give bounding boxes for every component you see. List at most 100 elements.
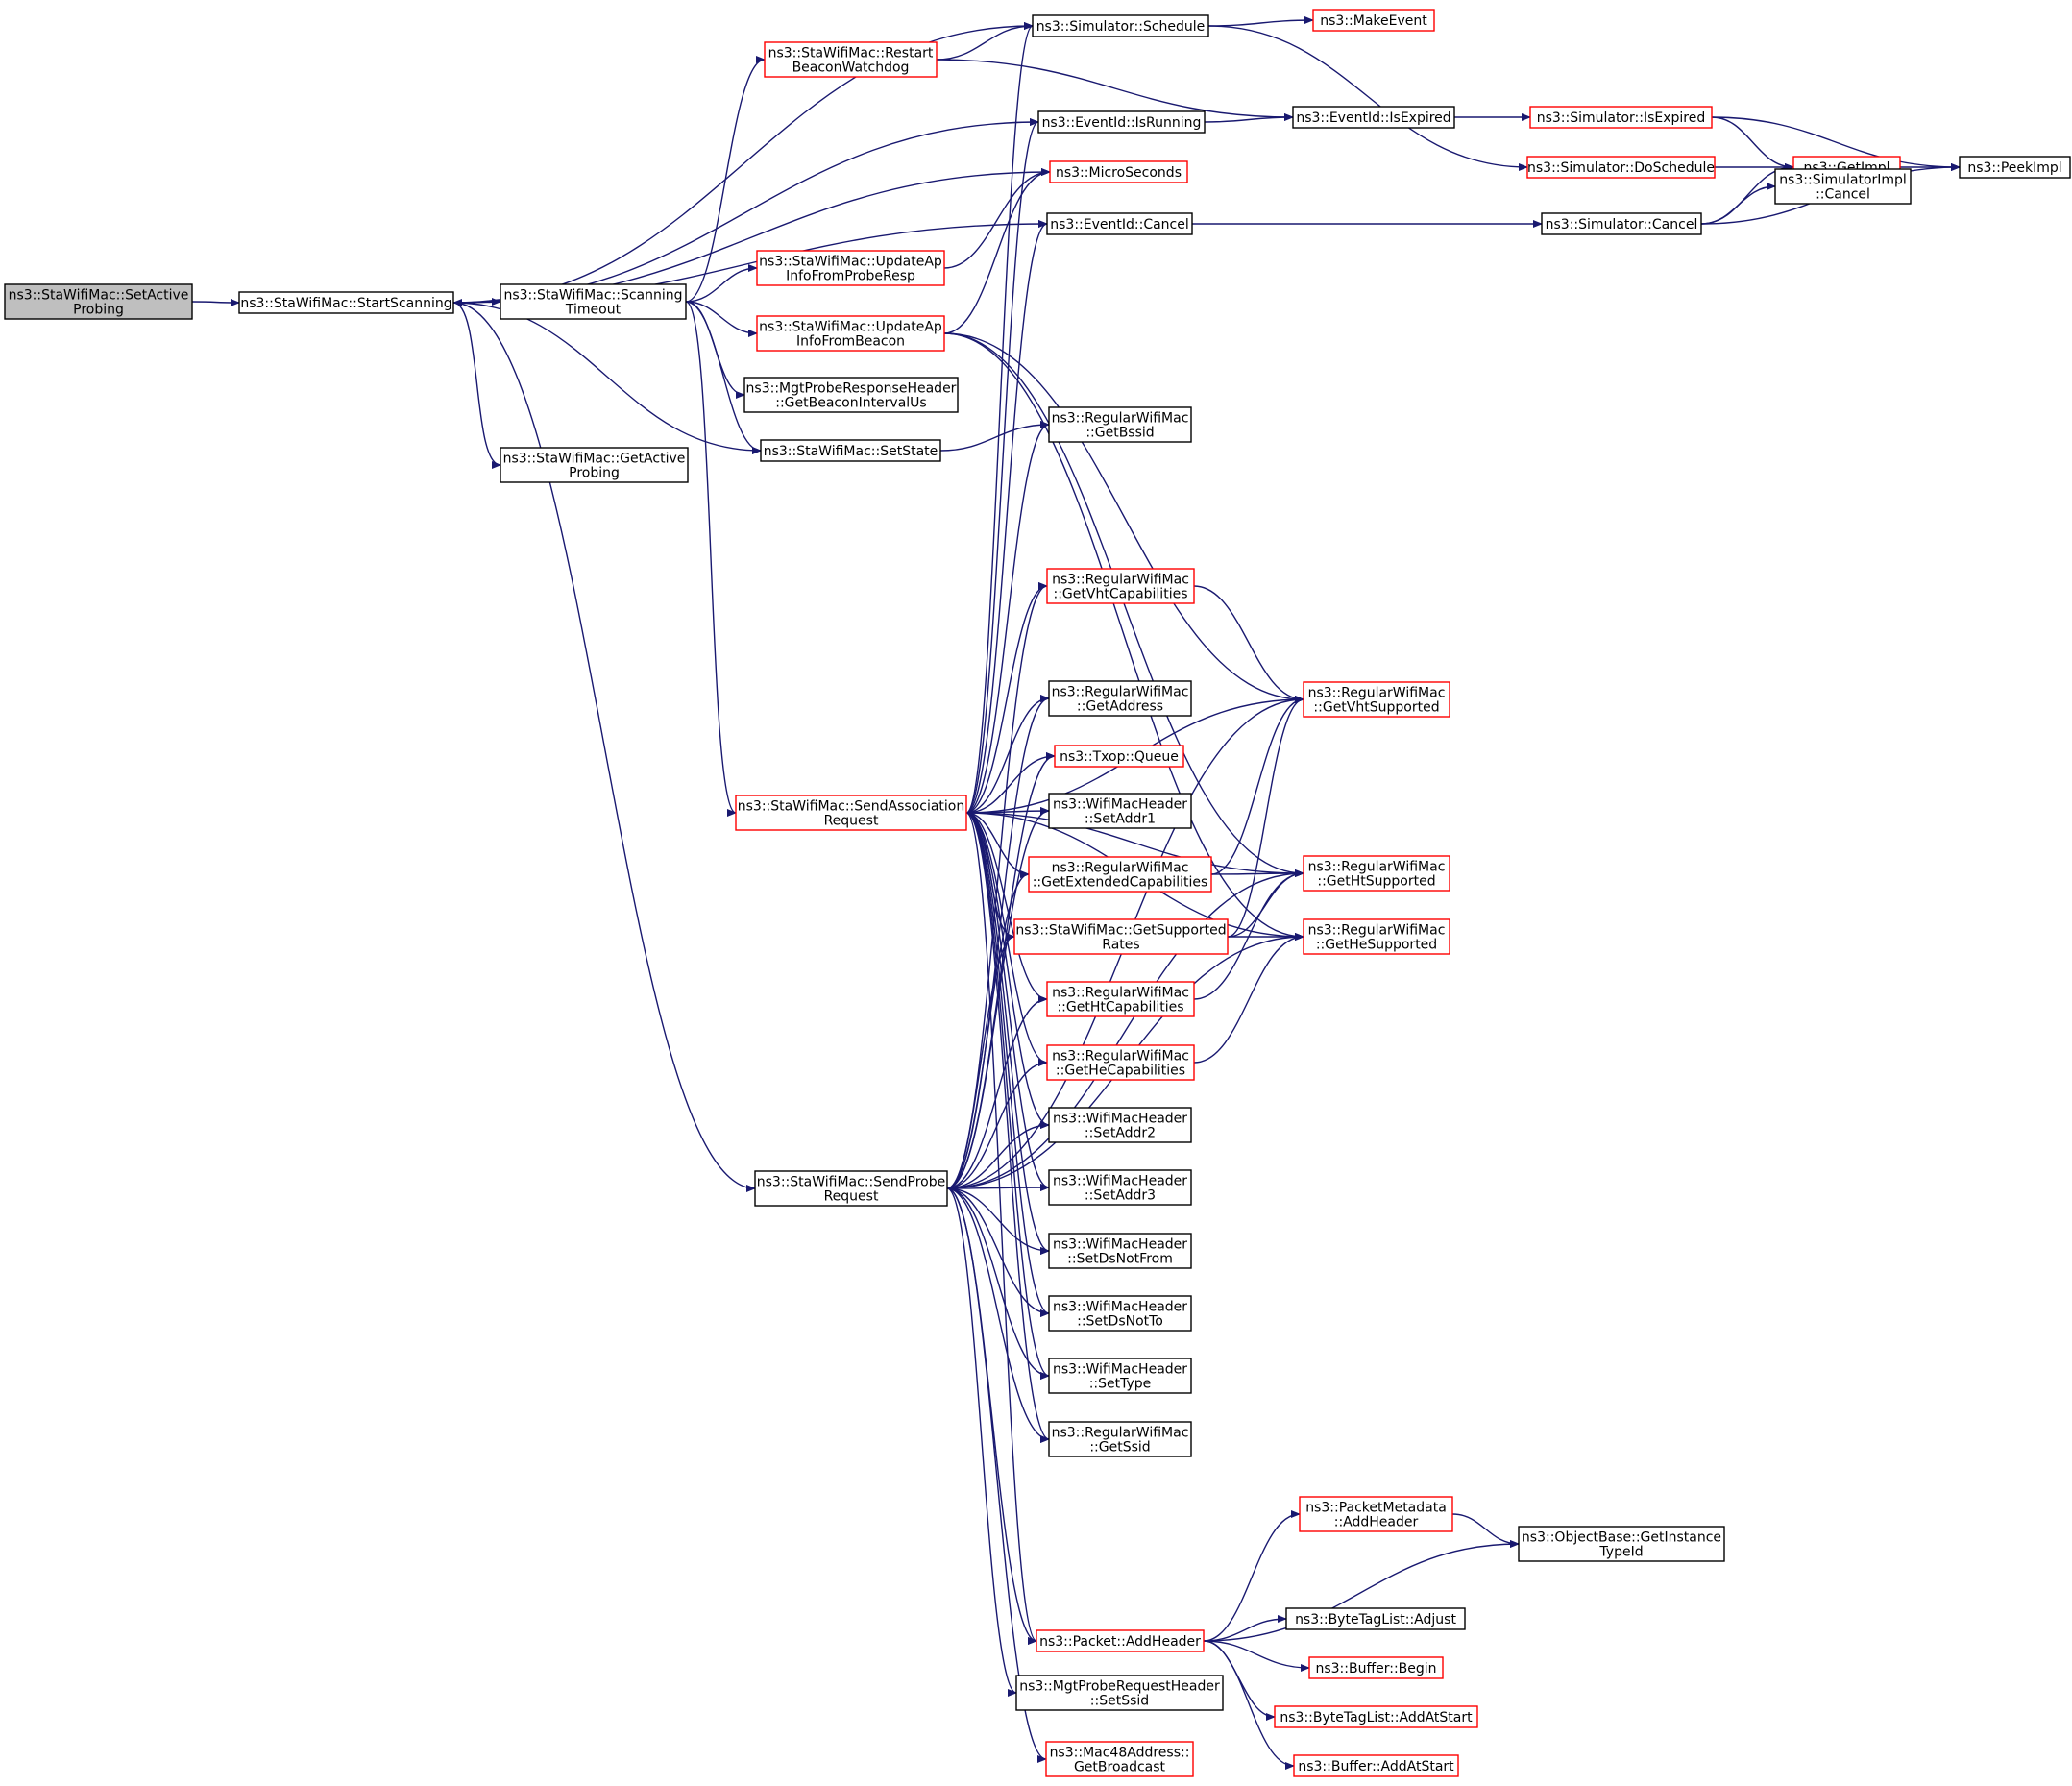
node-label-line: ns3::Mac48Address::: [1050, 1746, 1190, 1761]
node-box: [1046, 1044, 1195, 1081]
node-bufBegin[interactable]: ns3::Buffer::Begin: [1308, 1656, 1444, 1679]
node-mgtProbeBI[interactable]: ns3::MgtProbeResponseHeader::GetBeaconIn…: [743, 377, 959, 413]
edge-simIsExpired-to-peekImpl: [1711, 116, 1961, 171]
node-box: [1046, 568, 1195, 604]
node-label-line: ns3::Packet::AddHeader: [1039, 1634, 1201, 1650]
edge-startScanning-to-getActiveProbing: [452, 302, 501, 469]
node-box: [1292, 106, 1455, 129]
node-mac48Bcast[interactable]: ns3::Mac48Address::GetBroadcast: [1045, 1741, 1194, 1777]
node-simImplCancel[interactable]: ns3::SimulatorImpl::Cancel: [1774, 168, 1912, 205]
node-box: [1308, 1656, 1444, 1679]
node-label-line: ::GetHtSupported: [1317, 874, 1435, 890]
node-getHeCap[interactable]: ns3::RegularWifiMac::GetHeCapabilities: [1046, 1044, 1195, 1081]
node-cancelE[interactable]: ns3::EventId::Cancel: [1046, 212, 1193, 235]
node-makeEvent[interactable]: ns3::MakeEvent: [1312, 9, 1435, 32]
node-isRunning[interactable]: ns3::EventId::IsRunning: [1037, 110, 1206, 134]
node-bufAddAtStart[interactable]: ns3::Buffer::AddAtStart: [1293, 1754, 1459, 1777]
node-simCancel[interactable]: ns3::Simulator::Cancel: [1541, 212, 1702, 235]
node-box: [1028, 856, 1212, 893]
node-label-line: ns3::EventId::IsRunning: [1042, 115, 1202, 131]
node-box: [1048, 1233, 1192, 1269]
edge-sendAssoc-to-schedule: [965, 22, 1034, 814]
node-getVhtSupp[interactable]: ns3::RegularWifiMac::GetVhtSupported: [1303, 681, 1450, 718]
node-box: [1015, 1675, 1224, 1711]
node-box: [1312, 9, 1435, 32]
node-box: [1048, 793, 1192, 829]
node-setAddr1[interactable]: ns3::WifiMacHeader::SetAddr1: [1048, 793, 1192, 829]
edge-sendProbe-to-mac48Bcast: [946, 1187, 1047, 1763]
node-isExpiredE[interactable]: ns3::EventId::IsExpired: [1292, 106, 1455, 129]
node-getExtCap[interactable]: ns3::RegularWifiMac::GetExtendedCapabili…: [1028, 856, 1212, 893]
node-microSeconds[interactable]: ns3::MicroSeconds: [1049, 160, 1188, 183]
node-setState[interactable]: ns3::StaWifiMac::SetState: [760, 439, 941, 462]
edge-sendAssoc-to-setDsNotTo: [965, 812, 1050, 1317]
node-btlAdjust[interactable]: ns3::ByteTagList::Adjust: [1285, 1607, 1466, 1630]
node-setAddr3[interactable]: ns3::WifiMacHeader::SetAddr3: [1048, 1169, 1192, 1206]
node-label-line: ::GetSsid: [1089, 1440, 1150, 1456]
node-label-line: ns3::StaWifiMac::SendAssociation: [738, 799, 964, 815]
edge-isRunning-to-isExpiredE: [1204, 113, 1294, 123]
node-getAddress[interactable]: ns3::RegularWifiMac::GetAddress: [1048, 680, 1192, 717]
node-label-line: ns3::RegularWifiMac: [1052, 685, 1189, 700]
edge-sendProbe-to-mgtProbeReqSsid: [946, 1187, 1017, 1697]
node-box: [735, 795, 967, 831]
node-label-line: Rates: [1102, 938, 1139, 953]
edge-startScanning-to-setState: [452, 302, 762, 454]
edge-scanningTimeout-to-restartBeacon: [685, 56, 766, 303]
edge-scanningTimeout-to-sendAssoc: [685, 301, 737, 817]
node-label-line: ns3::WifiMacHeader: [1053, 1112, 1187, 1127]
node-pmAddHeader[interactable]: ns3::PacketMetadata::AddHeader: [1299, 1496, 1453, 1532]
node-box: [1037, 110, 1206, 134]
edge-sendAssoc-to-setType: [965, 812, 1050, 1380]
node-peekImpl[interactable]: ns3::PeekImpl: [1959, 156, 2071, 179]
node-box: [1303, 681, 1450, 718]
node-label-line: ::SetAddr2: [1085, 1126, 1156, 1141]
node-setAddr2[interactable]: ns3::WifiMacHeader::SetAddr2: [1048, 1107, 1192, 1143]
node-getHeSupp[interactable]: ns3::RegularWifiMac::GetHeSupported: [1303, 918, 1450, 955]
node-mgtProbeReqSsid[interactable]: ns3::MgtProbeRequestHeader::SetSsid: [1015, 1675, 1224, 1711]
edge-sendAssoc-to-setAddr3: [965, 812, 1050, 1191]
node-setDsNotTo[interactable]: ns3::WifiMacHeader::SetDsNotTo: [1048, 1295, 1192, 1332]
node-doSchedule[interactable]: ns3::Simulator::DoSchedule: [1526, 156, 1716, 179]
node-simIsExpired[interactable]: ns3::Simulator::IsExpired: [1529, 106, 1713, 129]
edge-updBeacon-to-getVhtSupp: [943, 332, 1304, 703]
node-btlAddAtStart[interactable]: ns3::ByteTagList::AddAtStart: [1274, 1705, 1478, 1728]
node-setType[interactable]: ns3::WifiMacHeader::SetType: [1048, 1358, 1192, 1394]
node-schedule[interactable]: ns3::Simulator::Schedule: [1032, 14, 1209, 37]
node-txopQueue[interactable]: ns3::Txop::Queue: [1054, 745, 1184, 768]
edge-sendProbe-to-getHtCap: [946, 995, 1048, 1189]
edge-sendProbe-to-getVhtCap: [946, 582, 1048, 1189]
node-box: [754, 1170, 948, 1207]
node-getHtCap[interactable]: ns3::RegularWifiMac::GetHtCapabilities: [1046, 981, 1195, 1017]
node-pktAddHeader[interactable]: ns3::Packet::AddHeader: [1036, 1629, 1205, 1652]
node-box: [1959, 156, 2071, 179]
node-label-line: ns3::RegularWifiMac: [1308, 923, 1446, 939]
node-label-line: ns3::StaWifiMac::StartScanning: [240, 296, 451, 311]
node-box: [1048, 680, 1192, 717]
node-getHtSupp[interactable]: ns3::RegularWifiMac::GetHtSupported: [1303, 855, 1450, 892]
node-startScanning[interactable]: ns3::StaWifiMac::StartScanning: [238, 291, 454, 314]
node-getVhtCap[interactable]: ns3::RegularWifiMac::GetVhtCapabilities: [1046, 568, 1195, 604]
node-updProbeResp[interactable]: ns3::StaWifiMac::UpdateApInfoFromProbeRe…: [756, 250, 945, 286]
node-getSsid[interactable]: ns3::RegularWifiMac::GetSsid: [1048, 1421, 1192, 1457]
node-label-line: ns3::StaWifiMac::SetActive: [9, 288, 189, 304]
node-setDsNotFrom[interactable]: ns3::WifiMacHeader::SetDsNotFrom: [1048, 1233, 1192, 1269]
edge-sendProbe-to-setAddr1: [946, 807, 1050, 1189]
node-box: [238, 291, 454, 314]
node-label-line: ns3::RegularWifiMac: [1052, 1049, 1189, 1064]
node-label-line: ns3::MgtProbeResponseHeader: [746, 381, 957, 397]
edge-restartBeacon-to-schedule: [936, 22, 1034, 61]
edge-simIsExpired-to-getImpl: [1711, 116, 1794, 171]
node-label-line: ::GetHeSupported: [1316, 938, 1437, 953]
node-getBssid[interactable]: ns3::RegularWifiMac::GetBssid: [1048, 406, 1192, 443]
